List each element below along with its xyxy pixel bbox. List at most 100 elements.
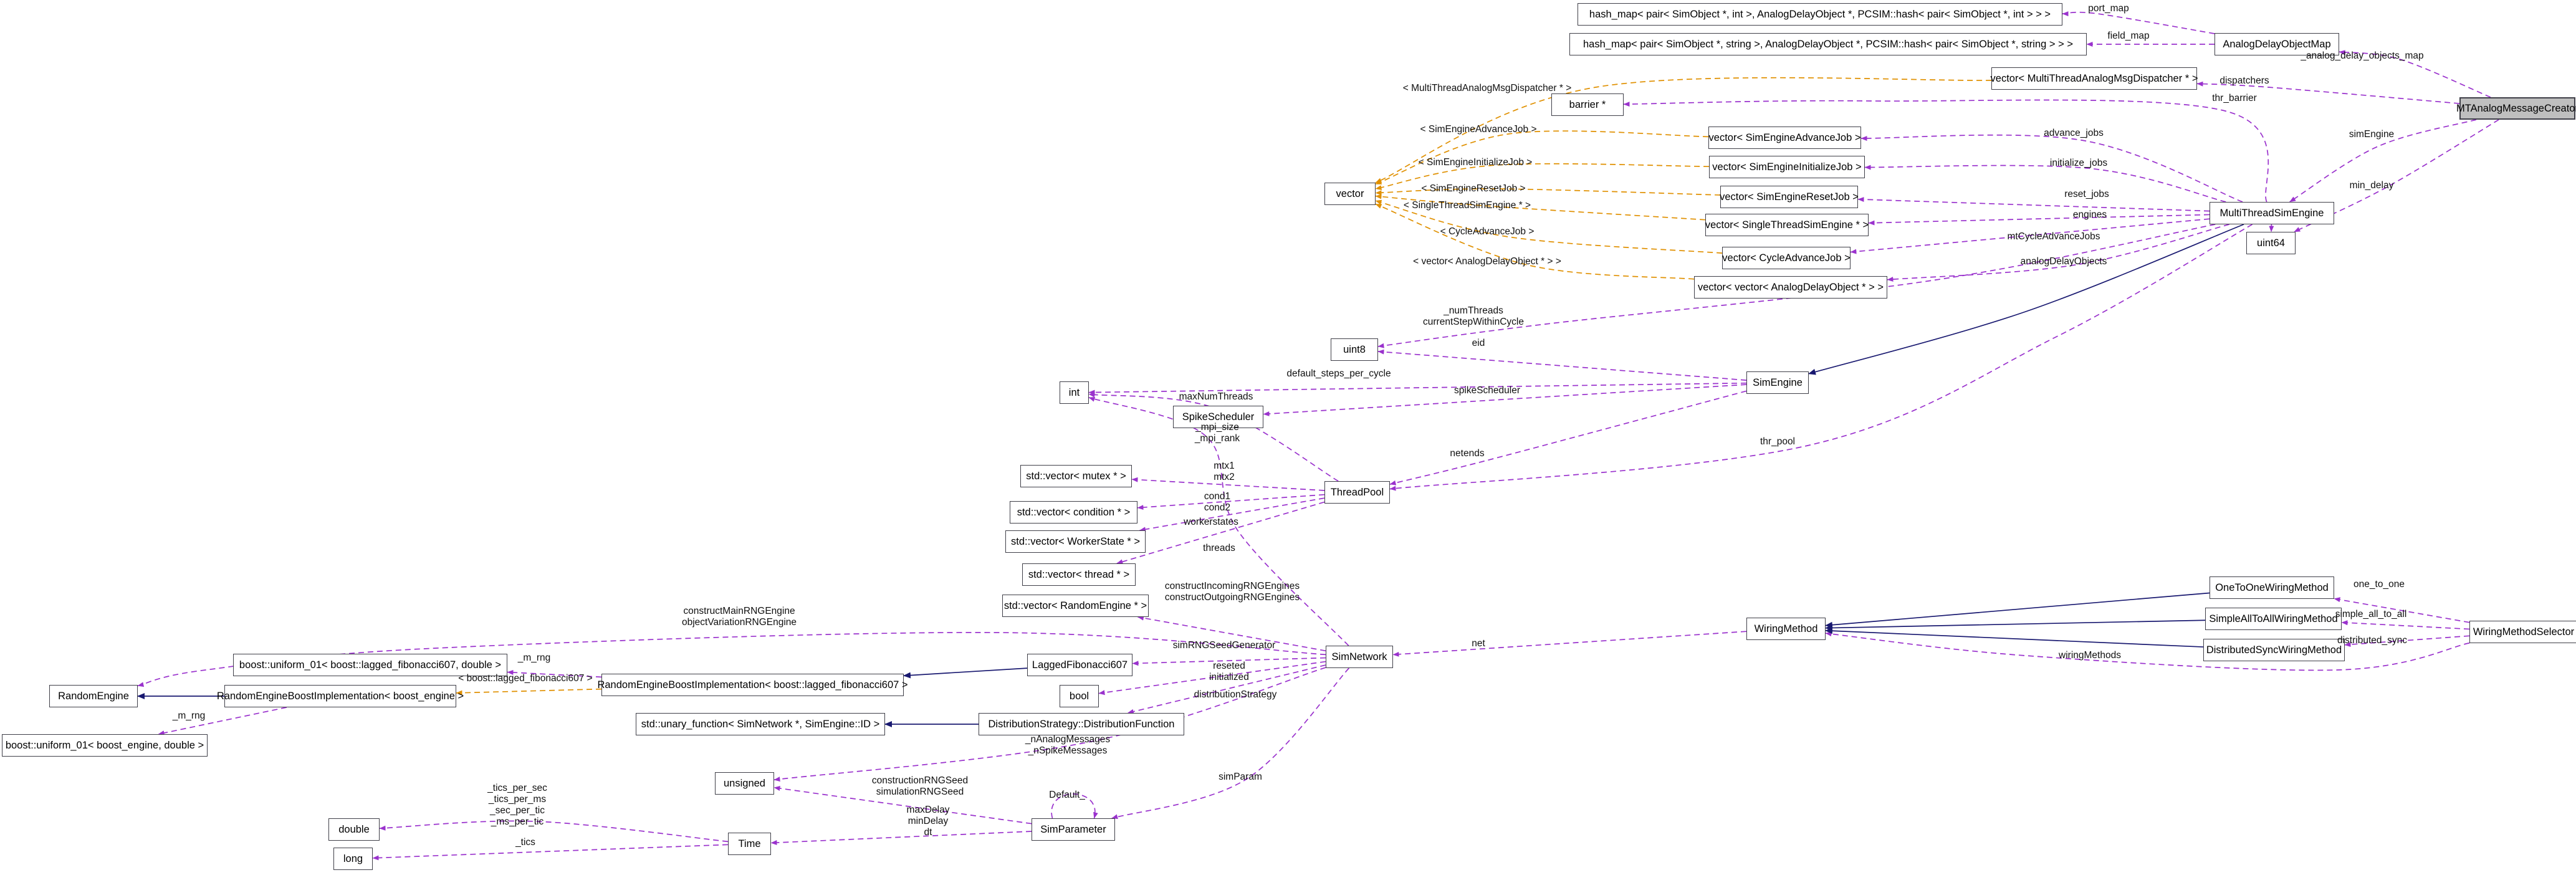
edge-label-vec_vec_ado-to-vector_tpl: < vector< AnalogDelayObject * > > [1413,256,1561,267]
edge-use-wiring_method_selector-to-wiring_method [1825,631,2470,671]
class-node-vector_tpl[interactable]: vector [1324,183,1376,205]
edge-use-sim_network-to-vec_randomengine [1137,615,1326,652]
class-node-spike_scheduler[interactable]: SpikeScheduler [1173,406,1263,428]
edge-label-sim_network-to-random_engine: constructMainRNGEngine objectVariationRN… [681,606,797,628]
class-node-uniform01_fib[interactable]: boost::uniform_01< boost::lagged_fibonac… [233,654,507,676]
class-node-vec_cycle[interactable]: vector< CycleAdvanceJob > [1722,247,1851,269]
edge-tpl-vec_reset-to-vector_tpl [1375,188,1721,196]
class-node-analog_delay_object_map[interactable]: AnalogDelayObjectMap [2214,33,2339,55]
edge-inh-lagged_fibonacci607-to-rebi_fib [903,667,1028,679]
class-node-vec_randomengine[interactable]: std::vector< RandomEngine * > [1002,595,1149,617]
class-node-unsigned[interactable]: unsigned [715,772,774,795]
edge-label-sim_network-to-lagged_fibonacci607: simRNGSeedGenerator [1172,640,1276,651]
class-node-vec_workerstate[interactable]: std::vector< WorkerState * > [1005,530,1146,553]
class-node-random_engine[interactable]: RandomEngine [49,685,138,707]
class-node-rebi_boost_engine[interactable]: RandomEngineBoostImplementation< boost_e… [217,685,464,707]
edge-use-rebi_boost_engine-to-uniform01_be [158,707,287,735]
class-node-wiring_method_selector[interactable]: WiringMethodSelector [2469,621,2576,643]
edge-use-thread_pool-to-vec_mutex [1131,477,1325,491]
edge-use-thread_pool-to-vec_thread [1116,501,1325,565]
edge-use-multithread_sim_engine-to-vec_advance [1860,134,2243,203]
class-node-vec_init[interactable]: vector< SimEngineInitializeJob > [1709,156,1865,178]
edge-label-sim_engine-to-int: default_steps_per_cycle [1286,368,1391,380]
edge-use-sim_parameter-to-unsigned [773,786,1032,825]
class-node-int[interactable]: int [1060,381,1089,404]
class-node-multithread_sim_engine[interactable]: MultiThreadSimEngine [2210,202,2334,224]
edge-label-vec_advance-to-vector_tpl: < SimEngineAdvanceJob > [1420,124,1537,135]
edge-label-sim_parameter-to-unsigned: constructionRNGSeed simulationRNGSeed [871,775,969,797]
class-node-time[interactable]: Time [728,833,771,855]
class-node-uint64[interactable]: uint64 [2246,232,2296,254]
edge-use-rebi_fib-to-uniform01_fib [507,669,602,678]
edge-label-mt_analog_message_creator-to-multithread_sim_engine: simEngine [2349,129,2395,140]
class-node-vec_reset[interactable]: vector< SimEngineResetJob > [1720,186,1859,208]
edge-use-analog_delay_object_map-to-hashmap_int [2062,11,2215,34]
class-node-vec_mutex[interactable]: std::vector< mutex * > [1020,465,1132,487]
edge-use-thread_pool-to-vec_workerstate [1139,497,1325,532]
edge-use-sim_network-to-random_engine [137,632,1326,687]
edge-label-sim_network-to-vec_randomengine: constructIncomingRNGEngines constructOut… [1164,581,1300,603]
edge-use-wiring_method_selector-to-one_to_one_wm [2334,597,2470,623]
edge-label-thread_pool-to-vec_condition: cond1 cond2 [1204,491,1231,513]
class-node-hashmap_string[interactable]: hash_map< pair< SimObject *, string >, A… [1569,33,2087,55]
class-node-sim_network[interactable]: SimNetwork [1326,646,1393,668]
class-node-dist_sync_wm[interactable]: DistributedSyncWiringMethod [2203,639,2345,661]
edge-label-sim_network-to-bool: reseted initialized [1209,661,1249,682]
edge-label-multithread_sim_engine-to-vec_reset: reset_jobs [2064,189,2109,200]
class-node-wiring_method[interactable]: WiringMethod [1746,618,1826,640]
edge-use-sim_engine-to-int [1088,382,1747,395]
edge-inh-simple_all_wm-to-wiring_method [1825,619,2206,631]
edge-label-wiring_method_selector-to-simple_all_wm: simple_all_to_all [2335,609,2407,620]
class-node-dist_function[interactable]: DistributionStrategy::DistributionFuncti… [979,713,1184,735]
edge-label-mt_analog_message_creator-to-analog_delay_object_map: _analog_delay_objects_map [2301,50,2424,62]
class-node-double[interactable]: double [328,818,380,841]
class-node-uint8[interactable]: uint8 [1331,338,1378,361]
edge-label-mt_analog_message_creator-to-vector_mtamd: dispatchers [2219,75,2269,87]
edge-label-thread_pool-to-vec_workerstate: workerstates [1184,517,1238,528]
class-node-vec_advance[interactable]: vector< SimEngineAdvanceJob > [1708,127,1861,149]
edge-use-sim_network-to-bool [1098,661,1326,696]
class-node-vector_mtamd[interactable]: vector< MultiThreadAnalogMsgDispatcher *… [1991,67,2198,90]
edge-tpl-vec_vec_ado-to-vector_tpl [1375,203,1695,280]
edge-use-mt_analog_message_creator-to-vector_mtamd [2196,81,2460,104]
edge-label-thread_pool-to-vec_thread: threads [1203,543,1235,554]
class-node-uniform01_be[interactable]: boost::uniform_01< boost_engine, double … [2,734,208,757]
edge-use-mt_analog_message_creator-to-multithread_sim_engine [2289,119,2477,203]
class-node-vec_vec_ado[interactable]: vector< vector< AnalogDelayObject * > > [1694,276,1887,299]
class-node-sim_parameter[interactable]: SimParameter [1032,818,1115,841]
class-node-long[interactable]: long [333,848,373,870]
edge-use-wiring_method_selector-to-simple_all_wm [2341,620,2470,630]
class-node-thread_pool[interactable]: ThreadPool [1324,481,1390,504]
class-node-vec_engines[interactable]: vector< SingleThreadSimEngine * > [1705,214,1869,236]
class-node-simple_all_wm[interactable]: SimpleAllToAllWiringMethod [2205,608,2342,630]
edge-use-wiring_method-to-sim_network [1392,631,1747,657]
edge-use-sim_parameter-to-time [770,831,1032,846]
edge-use-multithread_sim_engine-to-uint8 [1377,224,2216,348]
edge-label-sim_engine-to-spike_scheduler: spikeScheduler [1454,385,1520,396]
edge-label-multithread_sim_engine-to-barrier: thr_barrier [2212,93,2257,104]
edge-use-multithread_sim_engine-to-vec_reset [1857,197,2210,212]
edge-label-sim_network-to-int: _mpi_size _mpi_rank [1194,422,1240,444]
class-node-bool[interactable]: bool [1060,685,1099,707]
edge-label-sim_network-to-dist_function: distributionStrategy [1194,689,1277,700]
class-node-barrier[interactable]: barrier * [1551,93,1624,116]
edge-label-wiring_method_selector-to-dist_sync_wm: distributed_sync [2337,635,2408,646]
edge-label-sim_engine-to-uint8: eid [1472,338,1485,349]
class-node-vec_condition[interactable]: std::vector< condition * > [1010,501,1137,524]
edge-use-sim_network-to-sim_parameter [1111,667,1350,820]
edge-label-wiring_method_selector-to-one_to_one_wm: one_to_one [2353,579,2405,590]
class-node-unary_function[interactable]: std::unary_function< SimNetwork *, SimEn… [636,713,885,735]
class-node-hashmap_int[interactable]: hash_map< pair< SimObject *, int >, Anal… [1578,3,2062,26]
class-node-rebi_fib[interactable]: RandomEngineBoostImplementation< boost::… [597,674,908,696]
edge-label-multithread_sim_engine-to-vec_cycle: mtCycleAdvanceJobs [2007,231,2100,242]
edge-tpl-vec_init-to-vector_tpl [1375,163,1710,191]
class-node-sim_engine[interactable]: SimEngine [1746,371,1809,394]
edge-label-wiring_method-to-sim_network: net [1472,638,1485,649]
class-node-vec_thread[interactable]: std::vector< thread * > [1022,563,1136,586]
class-node-mt_analog_message_creator[interactable]: MTAnalogMessageCreator [2456,97,2576,120]
class-node-lagged_fibonacci607[interactable]: LaggedFibonacci607 [1027,654,1132,676]
class-node-one_to_one_wm[interactable]: OneToOneWiringMethod [2210,576,2334,599]
edge-label-thread_pool-to-int: maxNumThreads [1179,391,1253,403]
edge-use-time-to-double [379,820,729,843]
